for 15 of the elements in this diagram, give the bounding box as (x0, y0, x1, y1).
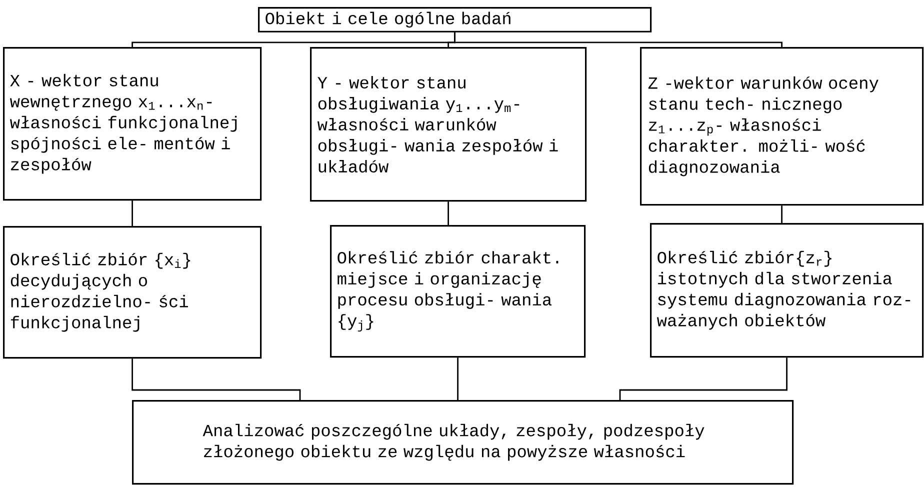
process-box: Określić zbiór{z$_{r}$} istotnych dla stworzenia systemu diagnozowania roz- ważanych obiektów (650, 223, 924, 358)
process-box: Określić zbiór {x$_{i}$} decydujących o nierozdzielno- ści funkcjonalnej (3, 226, 262, 359)
title-box: Obiekt i cele ogólne badań (258, 7, 652, 32)
connector-line (448, 202, 449, 225)
process-box: Y - wektor stanu obsługiwania y$_{1}$...y$_{m}$-własności warunków obsługi- wania zespołów i układów (310, 47, 587, 202)
connector-line (457, 358, 458, 400)
process-box: Określić zbiór charakt. miejsce i organizację procesu obsługi- wania {y$_{j}$} (330, 225, 586, 358)
process-box: Z -wektor warunków oceny stanu tech- nicznego z$_{1}$...z$_{p}$- własności charakter. możli- wość diagnozowania (640, 47, 924, 206)
connector-line (781, 206, 782, 223)
connector-line (132, 358, 301, 400)
connector-line (132, 200, 133, 226)
process-box: X - wektor stanu wewnętrznego x$_{1}$...x$_{n}$-własności funkcjonalnej spójności ele- mentów i zespołów (3, 47, 262, 201)
connector-line (454, 32, 782, 47)
connector-line (619, 358, 788, 400)
process-box: Analizować poszczególne układy, zespoły, podzespoły złożonego obiektu ze względu na powyższe własności (132, 400, 794, 485)
